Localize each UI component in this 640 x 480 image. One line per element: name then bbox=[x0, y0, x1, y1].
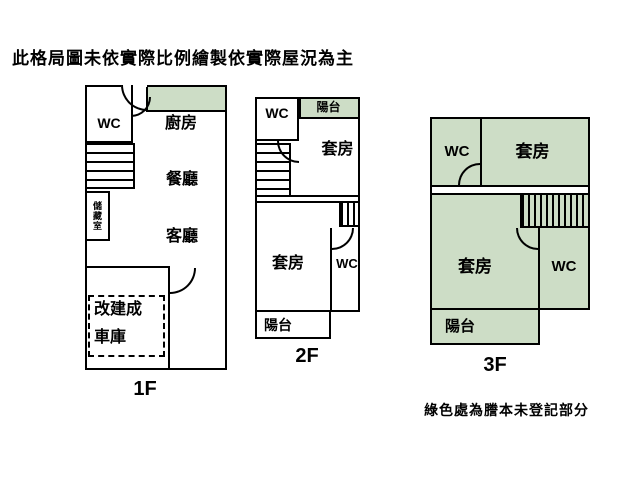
room-label-kitchen: 廚房 bbox=[164, 115, 197, 132]
room-label-suite-bottom: 套房 bbox=[458, 257, 492, 276]
garage-dashed-outline bbox=[88, 295, 165, 357]
interior-wall bbox=[330, 228, 332, 312]
room-label-garage-2: 車庫 bbox=[94, 329, 127, 346]
unregistered-area-kitchen bbox=[146, 87, 225, 112]
staircase bbox=[257, 143, 291, 195]
interior-wall bbox=[85, 141, 133, 143]
floor-3f: WC 套房 套房 WC 陽台 3F bbox=[430, 117, 590, 376]
room-label-wc-bottom: WC bbox=[336, 256, 358, 271]
room-label-suite-bottom: 套房 bbox=[271, 255, 304, 272]
staircase bbox=[339, 203, 358, 227]
floor-label-1f: 1F bbox=[133, 378, 157, 400]
room-label-suite-top: 套房 bbox=[515, 142, 550, 161]
room-label-living: 客廳 bbox=[165, 228, 198, 245]
unregistered-area-balcony bbox=[299, 99, 358, 119]
room-label-balcony-top: 陽台 bbox=[316, 100, 341, 114]
staircase bbox=[87, 143, 135, 189]
interior-wall bbox=[480, 117, 482, 185]
disclaimer-title: 此格局圖未依實際比例繪製依實際屋況為主 bbox=[12, 49, 354, 68]
interior-wall bbox=[255, 139, 299, 141]
interior-wall bbox=[430, 193, 590, 195]
room-label-dining: 餐廳 bbox=[165, 171, 198, 188]
floor-2f: 陽台 WC 套房 套房 WC 陽台 2F bbox=[255, 97, 360, 367]
interior-wall bbox=[85, 266, 170, 268]
legend-note: 綠色處為謄本未登記部分 bbox=[424, 402, 589, 418]
interior-wall bbox=[430, 185, 590, 187]
room-label-garage-1: 改建成 bbox=[94, 301, 143, 318]
room-label-wc-top: WC bbox=[444, 143, 470, 160]
room-label-wc-bottom: WC bbox=[551, 258, 577, 275]
room-label-balcony: 陽台 bbox=[445, 318, 476, 335]
room-storage: 儲藏室 bbox=[87, 191, 110, 241]
staircase bbox=[520, 195, 588, 228]
floor-1f: WC 廚房 儲藏室 餐廳 客廳 改建成 車庫 1F bbox=[85, 85, 227, 400]
floor-label-2f: 2F bbox=[295, 345, 319, 367]
interior-wall bbox=[168, 266, 170, 370]
room-label-storage: 儲藏室 bbox=[92, 201, 102, 231]
interior-wall bbox=[538, 228, 540, 310]
interior-wall bbox=[255, 201, 360, 203]
interior-wall bbox=[297, 97, 299, 141]
room-label-suite-top: 套房 bbox=[321, 141, 354, 158]
wall-band bbox=[432, 187, 588, 193]
room-label-balcony-bottom: 陽台 bbox=[264, 317, 292, 333]
interior-wall bbox=[255, 195, 360, 197]
unregistered-area-balcony bbox=[430, 310, 540, 345]
balcony-bottom bbox=[255, 312, 331, 339]
room-label-wc-top: WC bbox=[265, 105, 289, 121]
floor-label-3f: 3F bbox=[483, 354, 507, 376]
room-label-wc: WC bbox=[97, 115, 121, 131]
